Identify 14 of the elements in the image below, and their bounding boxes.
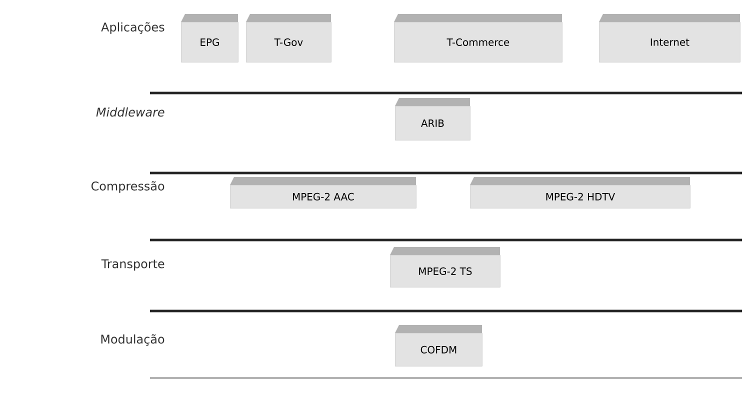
layer-box: Internet [599, 14, 740, 62]
layer-label: Transporte [101, 259, 164, 271]
layer-box: T-Gov [246, 14, 332, 62]
layer-label: Middleware [96, 107, 164, 117]
layer-box: COFDM [395, 325, 482, 366]
layer-label: Compressão [91, 181, 164, 193]
layer-box: EPG [181, 14, 238, 62]
layer-box: MPEG-2 AAC [230, 177, 416, 208]
layer-box: MPEG-2 HDTV [470, 177, 690, 208]
layer-box: MPEG-2 TS [390, 247, 500, 288]
layer-box: T-Commerce [394, 14, 562, 62]
layer-label: Aplicações [101, 22, 164, 34]
layer-box: ARIB [395, 98, 470, 140]
layer-label: Modulação [101, 334, 164, 346]
